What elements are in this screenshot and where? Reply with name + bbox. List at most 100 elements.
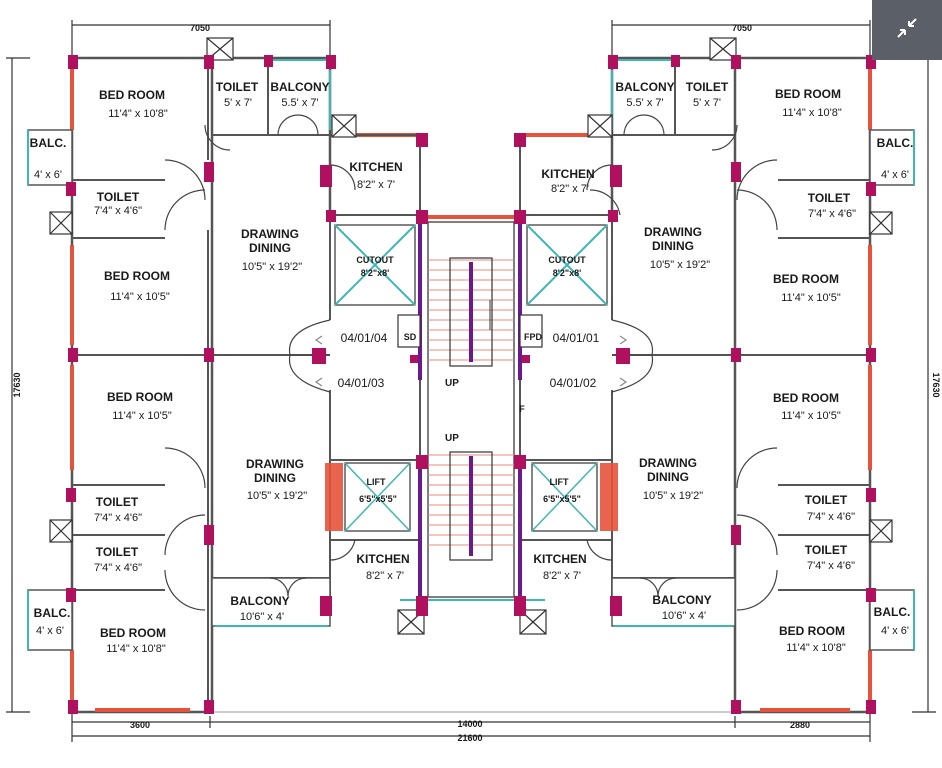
drawing-label: DRAWING [644, 225, 702, 239]
balcony-label: BALCONY [270, 80, 329, 94]
balcony-size: 5.5' x 7' [626, 97, 663, 109]
shaft-label: SD [404, 332, 417, 342]
doors [164, 114, 778, 611]
dim-bottom-middle: 14000 [457, 719, 482, 729]
lift-size: 6'5"x5'5" [359, 494, 397, 504]
bedroom-size: 11'4" x 10'5" [110, 291, 170, 303]
balcony-projections [27, 129, 915, 651]
bedroom-size: 11'4" x 10'5" [112, 410, 172, 422]
bedroom-label: BED ROOM [104, 269, 170, 283]
mid-mark: F [519, 404, 525, 414]
balc-size: 4' x 6' [881, 625, 909, 637]
unit-label: 04/01/03 [338, 376, 385, 390]
kitchen-label: KITCHEN [349, 160, 402, 174]
kitchen-label: KITCHEN [356, 552, 409, 566]
bedroom-label: BED ROOM [107, 390, 173, 404]
dining-label: DINING [254, 471, 296, 485]
entry-arrows [314, 335, 628, 387]
drawing-size: 10'5" x 19'2" [643, 490, 703, 502]
balc-label: BALC. [874, 605, 911, 619]
toilet-label: TOILET [805, 493, 848, 507]
balc-size: 4' x 6' [34, 169, 62, 181]
lift-size: 6'5"x5'5" [543, 494, 581, 504]
balcony-size: 10'6" x 4' [240, 611, 284, 623]
kitchen-size: 8'2" x 7' [551, 183, 589, 195]
toilet-label: TOILET [216, 80, 259, 94]
drawing-label: DRAWING [241, 227, 299, 241]
balc-size: 4' x 6' [881, 169, 909, 181]
toilet-size: 5' x 7' [224, 97, 252, 109]
dim-top-right: 7050 [732, 23, 752, 33]
balc-size: 4' x 6' [36, 625, 64, 637]
toilet-size: 7'4" x 4'6" [94, 512, 142, 524]
unit-label: 04/01/04 [341, 331, 388, 345]
dim-bottom-total: 21600 [457, 733, 482, 743]
balc-label: BALC. [30, 136, 67, 150]
drawing-size: 10'5" x 19'2" [650, 259, 710, 271]
toilet-size: 7'4" x 4'6" [807, 560, 855, 572]
bedroom-label: BED ROOM [773, 272, 839, 286]
balcony-size: 10'6" x 4' [662, 610, 706, 622]
toilet-label: TOILET [808, 191, 851, 205]
lift-label: LIFT [367, 477, 386, 487]
unit-label: 04/01/02 [550, 376, 597, 390]
bedroom-size: 11'4" x 10'8" [106, 643, 166, 655]
drawing-size: 10'5" x 19'2" [247, 490, 307, 502]
bedroom-label: BED ROOM [100, 626, 166, 640]
cutout-size: 8'2"x8' [553, 268, 582, 278]
toilet-size: 7'4" x 4'6" [808, 208, 856, 220]
toilet-label: TOILET [805, 543, 848, 557]
dim-top-left: 7050 [190, 23, 210, 33]
toilet-label: TOILET [97, 190, 140, 204]
bedroom-label: BED ROOM [99, 88, 165, 102]
toilet-size: 5' x 7' [693, 97, 721, 109]
bedroom-size: 11'4" x 10'8" [108, 108, 168, 120]
toilet-size: 7'4" x 4'6" [807, 511, 855, 523]
kitchen-size: 8'2" x 7' [357, 179, 395, 191]
drawing-label: DRAWING [639, 456, 697, 470]
drawing-size: 10'5" x 19'2" [242, 261, 302, 273]
cutout-label: CUTOUT [356, 255, 394, 265]
kitchen-label: KITCHEN [541, 167, 594, 181]
staircase [427, 221, 515, 598]
cutout-right [526, 224, 608, 306]
toilet-size: 7'4" x 4'6" [94, 205, 142, 217]
cutout-label: CUTOUT [548, 255, 586, 265]
kitchen-size: 8'2" x 7' [366, 570, 404, 582]
balcony-label: BALCONY [615, 80, 674, 94]
bedroom-label: BED ROOM [779, 624, 845, 638]
toilet-label: TOILET [96, 495, 139, 509]
cutout-left [334, 224, 416, 306]
stair-up-label: UP [445, 378, 459, 389]
toilet-label: TOILET [686, 80, 729, 94]
toilet-size: 7'4" x 4'6" [94, 562, 142, 574]
toilet-label: TOILET [96, 545, 139, 559]
balcony-label: BALCONY [652, 593, 711, 607]
kitchen-label: KITCHEN [533, 552, 586, 566]
dim-bottom-left: 3600 [130, 720, 150, 730]
duct-shafts [49, 37, 893, 635]
lift-left [325, 462, 411, 532]
balcony-size: 5.5' x 7' [281, 97, 318, 109]
minimize-arrows-icon [897, 18, 917, 38]
dim-bottom-right: 2880 [790, 720, 810, 730]
kitchen-size: 8'2" x 7' [543, 570, 581, 582]
bedroom-size: 11'4" x 10'5" [781, 292, 841, 304]
balcony-label: BALCONY [230, 594, 289, 608]
minimize-button[interactable] [872, 0, 942, 60]
cutout-size: 8'2"x8' [361, 268, 390, 278]
bedroom-label: BED ROOM [773, 391, 839, 405]
bedroom-size: 11'4" x 10'8" [782, 107, 842, 119]
dining-label: DINING [647, 470, 689, 484]
balc-label: BALC. [877, 136, 914, 150]
balc-label: BALC. [34, 606, 71, 620]
shaft-label: FPD [524, 332, 543, 342]
lift-label: LIFT [550, 477, 569, 487]
dim-right-side: 17630 [931, 372, 941, 397]
bedroom-label: BED ROOM [775, 87, 841, 101]
dim-left-side: 17630 [12, 372, 22, 397]
stair-up-label: UP [445, 433, 459, 444]
bedroom-size: 11'4" x 10'8" [786, 642, 846, 654]
bedroom-size: 11'4" x 10'5" [781, 410, 841, 422]
